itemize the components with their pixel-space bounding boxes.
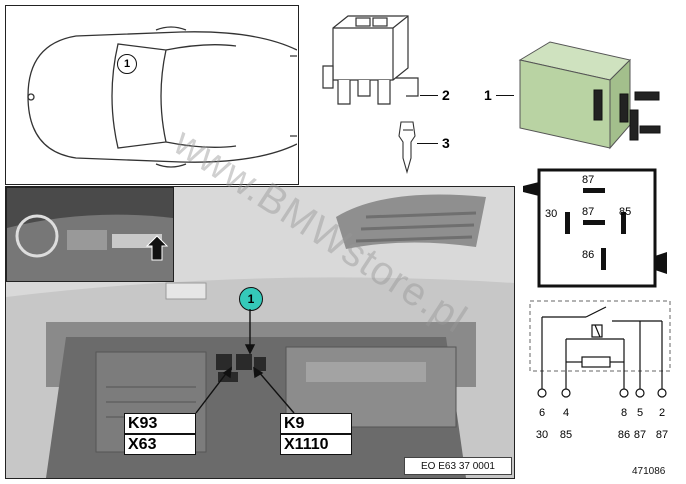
car-callout-marker: 1: [117, 54, 137, 74]
part-3-number: 3: [442, 135, 450, 151]
part-1-number: 1: [484, 87, 492, 103]
socket-drawing: [322, 15, 419, 105]
car-outline-drawing: [27, 26, 297, 168]
car-callout-number: 1: [123, 58, 131, 70]
pin-87-top: 87: [582, 174, 595, 186]
function-30: 30: [535, 429, 549, 441]
leader-part-3: [417, 143, 438, 145]
pin-86: 86: [582, 249, 595, 261]
function-87a: 87: [633, 429, 647, 441]
circuit-drawing: [529, 300, 671, 398]
photo-callout-number: 1: [247, 292, 255, 306]
relay-pinout-diagram: 87 87 30 85 86: [521, 166, 669, 291]
function-87b: 87: [655, 429, 669, 441]
car-location-panel: 1: [5, 5, 299, 185]
function-85: 85: [559, 429, 573, 441]
relay-circuit-diagram: 6 4 8 5 2 30 85 86 87 87: [520, 295, 680, 445]
interior-inset: [6, 187, 174, 282]
terminal-2: 2: [658, 407, 666, 419]
interior-inset-drawing: [7, 188, 173, 281]
function-86: 86: [617, 429, 631, 441]
terminal-4: 4: [562, 407, 570, 419]
label-x63: X63: [124, 434, 196, 455]
label-k93: K93: [124, 413, 196, 434]
terminal-5: 5: [636, 407, 644, 419]
pin-87-center: 87: [582, 206, 595, 218]
relay-drawing: [518, 41, 661, 150]
pin-85: 85: [619, 206, 632, 218]
label-x1110: X1110: [280, 434, 352, 455]
pin-30: 30: [545, 208, 558, 220]
pin-drawing: [398, 121, 416, 175]
label-k9: K9: [280, 413, 352, 434]
drawing-code-box: EO E63 37 0001: [404, 457, 512, 475]
terminal-6: 6: [538, 407, 546, 419]
photo-callout-marker: 1: [239, 287, 263, 311]
part-2-number: 2: [442, 87, 450, 103]
dashboard-photo-panel: 1 K93 X63 K9 X1110 EO E63 37 0001: [5, 186, 515, 479]
leader-part-1: [496, 95, 514, 97]
leader-part-2: [420, 95, 438, 97]
terminal-8: 8: [620, 407, 628, 419]
pinout-frame: [523, 168, 667, 288]
image-number: 471086: [632, 466, 666, 477]
